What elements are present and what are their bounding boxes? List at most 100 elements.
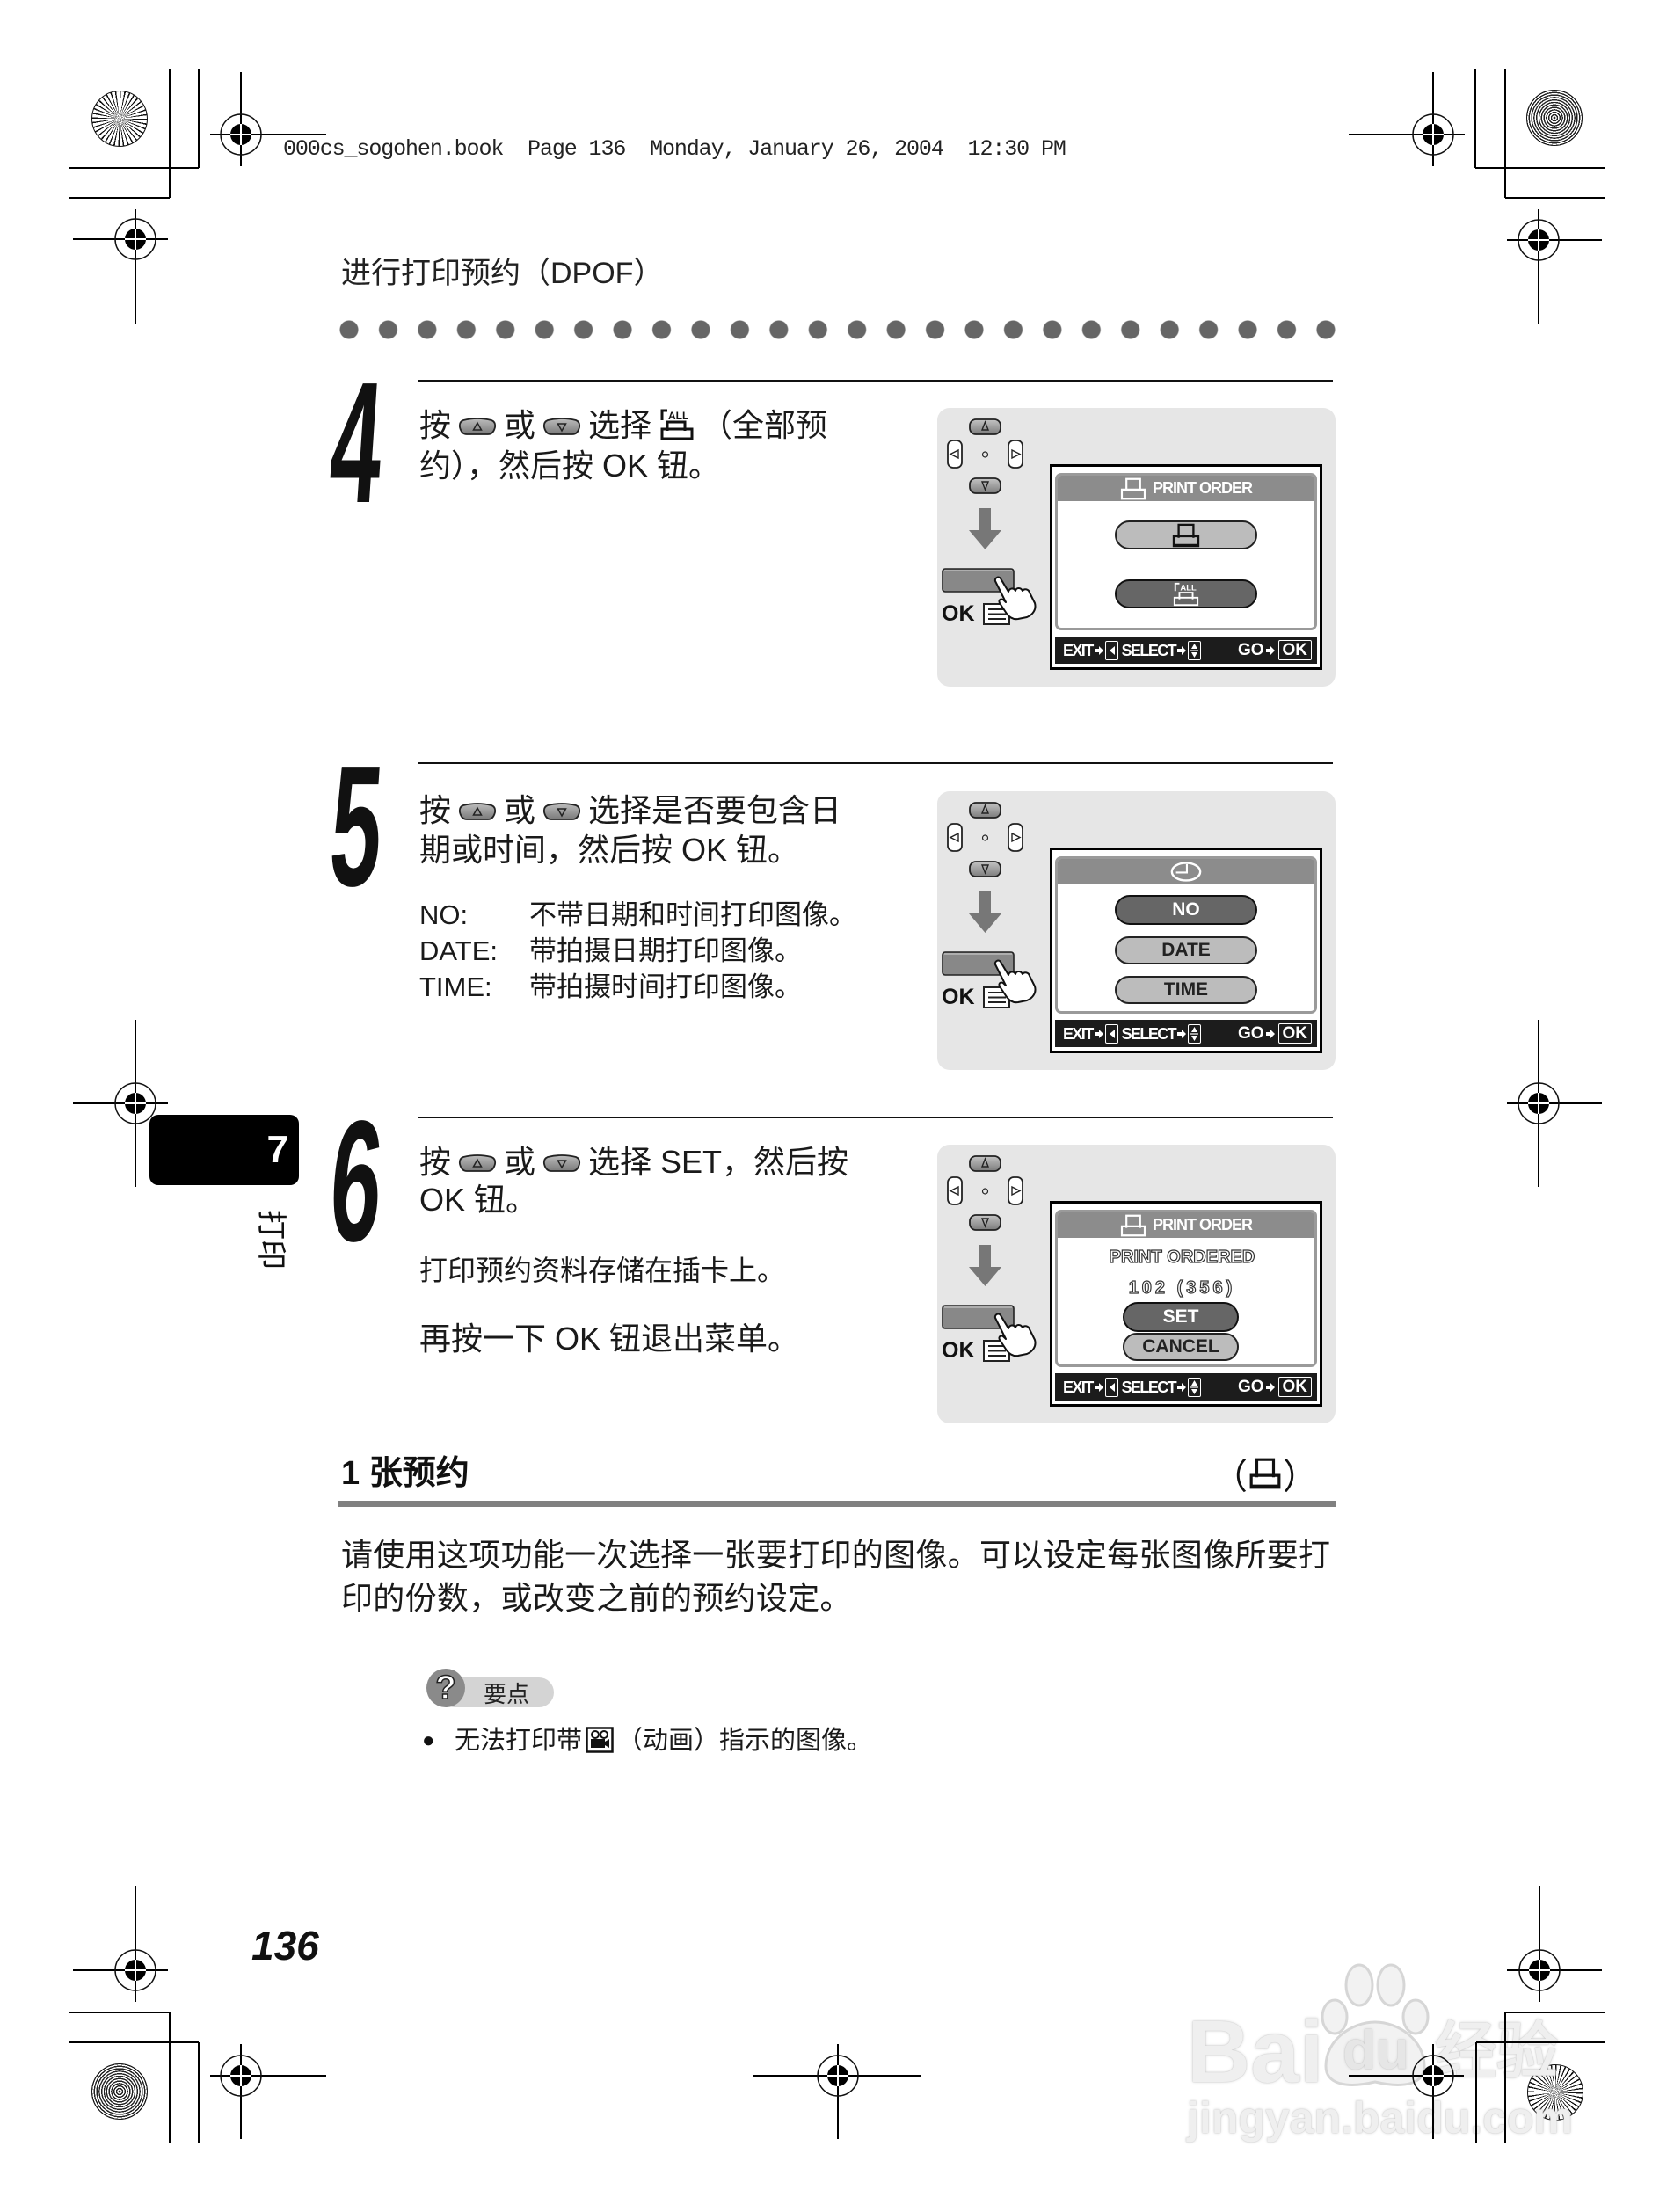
right-button-icon [1008, 1176, 1023, 1205]
step-6-rule [418, 1117, 1333, 1118]
chapter-label: 打印 [254, 1210, 287, 1270]
step-6-note-2: 再按一下 OK 钮退出菜单。 [419, 1321, 800, 1357]
svg-text:ALL: ALL [668, 410, 688, 422]
lcd-option-single-print[interactable] [1115, 520, 1257, 549]
left-button-icon [947, 440, 963, 469]
section-rule [338, 1501, 1336, 1507]
lcd-title-bar: PRINT ORDER [1058, 476, 1314, 501]
left-key-icon [1104, 640, 1118, 660]
lcd-option-set[interactable]: SET [1123, 1302, 1239, 1332]
footer-exit: EXIT [1063, 1378, 1094, 1396]
camera-illustration-step-5: OK EXIT SELECT GO OK NO DATE TIME [937, 791, 1336, 1070]
bullet-marker: ● [422, 1728, 435, 1752]
step-6-instruction: 按或选择 SET，然后按 OK 钮。 [419, 1143, 848, 1219]
step-6-number: 6 [324, 1085, 389, 1277]
svg-text:ALL: ALL [1180, 582, 1197, 592]
lcd-footer: EXIT SELECT GO OK [1055, 637, 1317, 664]
watermark-brand-right: 经验 [1435, 2017, 1558, 2085]
lcd-footer: EXIT SELECT GO OK [1055, 1373, 1317, 1401]
step-4-line1-tail: （全部预 [701, 407, 828, 443]
footer-exit: EXIT [1063, 641, 1094, 659]
ok-button-icon [942, 951, 1015, 976]
step-4-instruction: 按 或 选择 ALL （全部预 约），然后按 OK 钮。 [419, 405, 827, 486]
up-button-icon [969, 1155, 1001, 1172]
arrow-down-icon [969, 1245, 1001, 1286]
pointing-hand-icon [993, 576, 1037, 621]
arrow-right-icon [1177, 1382, 1187, 1392]
lcd-title-bar [1058, 859, 1314, 884]
arrow-right-icon [1177, 1029, 1187, 1038]
arrow-right-icon [1094, 1029, 1103, 1038]
lcd-title: PRINT ORDER [1152, 1216, 1253, 1233]
arrow-down-icon [969, 508, 1001, 549]
up-button-icon [458, 1154, 497, 1172]
concentric-target-bottom-left [91, 2063, 148, 2120]
question-icon: ? [426, 1669, 465, 1707]
footer-ok-key: OK [1277, 1377, 1312, 1397]
all-print-icon: ALL [660, 409, 694, 440]
up-button-icon [458, 418, 497, 435]
movie-icon [586, 1727, 614, 1753]
lcd-option-all-print[interactable]: ALL [1115, 579, 1257, 608]
up-down-key-icon [1188, 1377, 1202, 1397]
lcd-status: PRINT ORDERED [1109, 1247, 1256, 1267]
footer-select: SELECT [1121, 1378, 1177, 1396]
step-4-or: 或 [504, 407, 536, 443]
step-4-select: 选择 [588, 407, 652, 443]
lcd-option-cancel[interactable]: CANCEL [1123, 1333, 1239, 1361]
lcd-title: PRINT ORDER [1152, 479, 1253, 497]
all-print-icon: ALL [1173, 582, 1199, 606]
step-5-or: 或 [504, 792, 536, 828]
step-4-number: 4 [324, 346, 389, 539]
registration-mark-icon [1349, 72, 1465, 166]
step-5-instruction: 按 或 选择是否要包含日 期或时间，然后按 OK 钮。 [419, 790, 841, 870]
left-key-icon [1104, 1377, 1118, 1397]
step-6-line2: OK 钮。 [419, 1182, 538, 1218]
dotted-divider [339, 320, 1336, 339]
watermark-brand-left: Bai [1187, 2003, 1324, 2101]
step-6-note-1: 打印预约资料存储在插卡上。 [419, 1255, 786, 1286]
chapter-tab[interactable] [149, 1115, 299, 1185]
step-4-press: 按 [419, 407, 452, 443]
help-row-time: TIME:带拍摄时间打印图像。 [419, 971, 802, 1002]
page-title: 进行打印预约（DPOF） [341, 257, 664, 290]
step-5-line1-tail: 选择是否要包含日 [588, 792, 842, 828]
step-4-line2: 约），然后按 OK 钮。 [419, 447, 721, 484]
arrow-down-icon [969, 891, 1001, 933]
lcd-option-date[interactable]: DATE [1115, 936, 1257, 964]
lcd-option-time[interactable]: TIME [1115, 976, 1257, 1004]
step-5-press: 按 [419, 792, 452, 828]
footer-ok-key: OK [1277, 1023, 1312, 1044]
left-button-icon [947, 823, 963, 852]
lcd-option-no[interactable]: NO [1115, 895, 1257, 925]
step-6-press: 按 [419, 1144, 452, 1180]
camera-illustration-step-4: OK PRINT ORDER EXIT SELECT GO OK [937, 408, 1336, 687]
step-5-line2: 期或时间，然后按 OK 钮。 [419, 832, 800, 868]
camera-controls [942, 1155, 1037, 1362]
down-button-icon [542, 1154, 581, 1172]
down-button-icon [969, 477, 1001, 494]
tips-badge-label: 要点 [484, 1681, 530, 1707]
ok-label: OK [942, 985, 975, 1009]
single-print-icon [1249, 1458, 1281, 1489]
step-6-or: 或 [504, 1144, 536, 1180]
up-button-icon [969, 802, 1001, 819]
ok-button-icon [942, 1305, 1015, 1329]
starburst-target-top-left [91, 91, 148, 147]
left-key-icon [1104, 1023, 1118, 1044]
arrow-right-icon [1094, 645, 1103, 655]
right-button-icon [1008, 440, 1023, 469]
registration-mark-icon [73, 1886, 168, 2002]
lcd-screen: PRINT ORDER EXIT SELECT GO OK [1050, 464, 1322, 670]
print-order-icon [1120, 477, 1146, 499]
ok-label: OK [942, 1338, 975, 1363]
footer-go: GO [1237, 1377, 1264, 1396]
step-5-number: 5 [324, 730, 389, 922]
arrow-right-icon [1265, 645, 1275, 655]
down-button-icon [969, 861, 1001, 877]
tips-bullet: 无法打印带（动画）指示的图像。 [455, 1727, 873, 1755]
section-icon: （ ） [1212, 1458, 1318, 1496]
footer-select: SELECT [1121, 641, 1177, 659]
down-button-icon [542, 803, 581, 820]
